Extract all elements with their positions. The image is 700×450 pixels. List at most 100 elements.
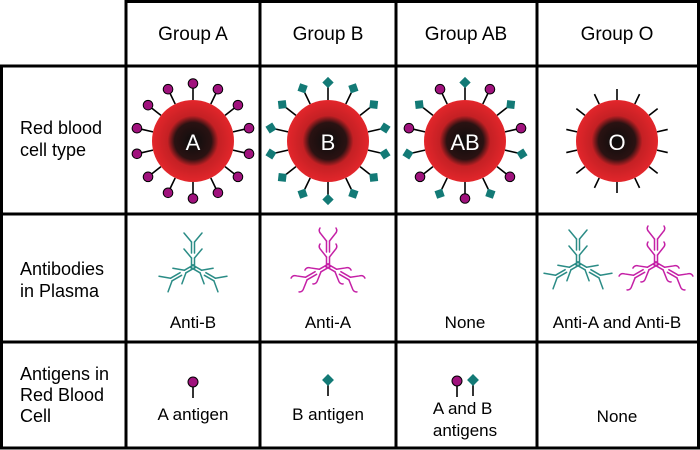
rbc-letter-a: A	[186, 130, 201, 155]
antibody-label-b: Anti-A	[305, 313, 352, 332]
antigen-stalk	[275, 128, 289, 133]
antigen-stalk	[141, 149, 154, 154]
rbc-letter-b: B	[321, 130, 336, 155]
anti-b-antibody-cluster-o	[543, 229, 613, 290]
antigen-stalk	[232, 149, 245, 154]
antibody-icon	[646, 225, 666, 251]
antigen-stalk	[303, 92, 311, 105]
antigen-b-icon	[322, 76, 334, 89]
antigen-b-icon	[277, 173, 287, 182]
antigen-a-icon	[131, 148, 143, 160]
antibody-icon	[568, 229, 588, 251]
anti-a-antibody-cluster-o	[618, 225, 694, 291]
antigen-a-icon	[142, 99, 154, 111]
antigen-stalk	[367, 128, 381, 133]
rbc-cell-b	[265, 76, 391, 206]
antigen-b-icon	[459, 76, 471, 89]
antigen-b-icon	[348, 83, 359, 94]
antigen-a-icon	[232, 171, 244, 183]
rbc-cell-ab	[402, 76, 528, 204]
antigen-stalk	[422, 106, 434, 117]
antigen-a-icon	[162, 187, 174, 199]
antigen-label-b: B antigen	[292, 405, 364, 424]
antigen-stalk	[275, 149, 289, 154]
header-group-b: Group B	[293, 24, 364, 45]
antigen-stalk	[210, 92, 217, 105]
empty-stalk	[634, 177, 641, 189]
antibody-icon	[666, 268, 694, 291]
antigen-a-icon	[243, 148, 255, 160]
antigen-stalk	[504, 128, 517, 133]
antigen-a-icon	[459, 193, 471, 204]
antibody-icon	[338, 270, 366, 293]
antigen-stalk	[504, 149, 518, 154]
antigen-a-icon	[187, 193, 199, 204]
antigen-b-icon	[379, 122, 391, 134]
antigen-b-icon	[379, 148, 391, 160]
antigen-stalk	[359, 165, 371, 176]
antigen-b-icon	[322, 193, 334, 206]
empty-stalk	[575, 107, 586, 117]
antigen-stalk	[440, 177, 448, 190]
antigen-stalk	[169, 177, 176, 190]
antigen-stalk	[413, 128, 426, 133]
antigen-a-icon	[162, 83, 174, 95]
antigen-b-icon	[434, 188, 445, 199]
antibody-icon	[574, 260, 599, 282]
antigen-stalk	[285, 106, 297, 117]
antibody-icon	[318, 227, 338, 253]
antibody-icon	[189, 263, 214, 285]
antigen-label-ab: A and B antigens	[433, 399, 497, 440]
antigen-stalk	[482, 177, 490, 190]
empty-stalk	[566, 128, 578, 133]
empty-stalk	[566, 149, 578, 154]
antibody-icon	[557, 260, 582, 282]
row-label-antibodies: Antibodies in Plasma	[20, 259, 109, 301]
rbc-cell-a	[131, 78, 255, 204]
antigen-b-icon	[297, 188, 308, 199]
antigen-b-icon	[414, 100, 424, 109]
antibody-icon	[304, 262, 332, 285]
empty-stalk	[648, 107, 659, 117]
row-label-antigens: Antigens in Red Blood Cell	[20, 364, 114, 426]
rbc-cell-o	[566, 89, 668, 193]
antibody-icon	[618, 268, 646, 291]
antigen-stalk	[496, 106, 508, 117]
header-group-a: Group A	[158, 24, 228, 45]
antigen-label-o: None	[597, 407, 638, 426]
antigen-b-icon	[265, 148, 277, 160]
antigen-layer	[187, 374, 479, 398]
antigen-stalk	[359, 106, 371, 117]
empty-stalk	[634, 93, 641, 105]
antigen-stalk	[345, 177, 353, 190]
antigen-a-icon	[451, 375, 463, 397]
anti-b-antibody-cluster	[158, 232, 228, 293]
antigen-stalk	[232, 128, 245, 133]
antigen-label-a: A antigen	[158, 405, 229, 424]
antibody-icon	[158, 271, 183, 293]
empty-stalk	[656, 128, 668, 133]
antibody-icon	[172, 263, 197, 285]
antigen-a-icon	[187, 376, 199, 398]
empty-stalk	[593, 93, 600, 105]
antigen-b-icon	[322, 374, 334, 396]
antigen-a-icon	[142, 171, 154, 183]
antibody-icon	[588, 268, 613, 290]
antigen-stalk	[423, 165, 434, 175]
antigen-b-icon	[265, 122, 277, 134]
empty-stalk	[648, 165, 659, 175]
antibody-label-o: Anti-A and Anti-B	[553, 313, 682, 332]
header-group-ab: Group AB	[425, 24, 507, 45]
antigen-b-icon	[467, 374, 479, 396]
antigen-stalk	[169, 92, 176, 105]
antigen-stalk	[345, 92, 353, 105]
antigen-b-icon	[369, 100, 379, 109]
antigen-stalk	[496, 165, 507, 175]
antigen-a-icon	[243, 122, 255, 134]
antigen-b-icon	[348, 188, 359, 199]
row-label-rbc: Red blood cell type	[20, 118, 107, 160]
antigen-stalk	[151, 107, 162, 117]
antigen-stalk	[210, 177, 217, 190]
